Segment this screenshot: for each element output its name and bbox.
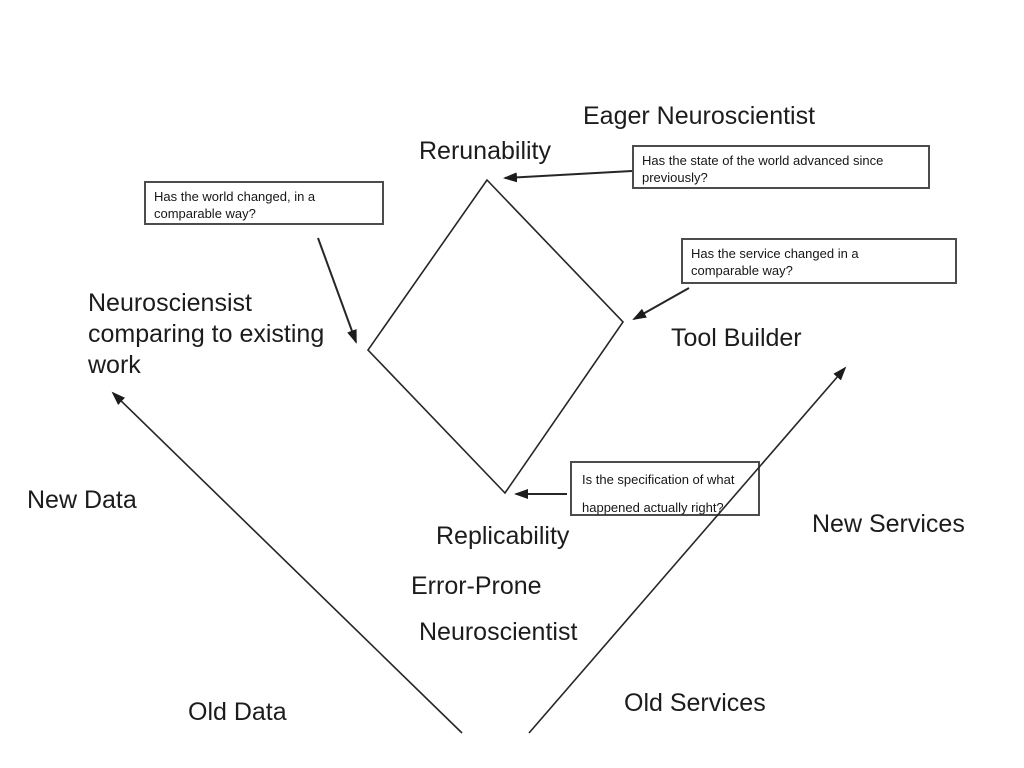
callout-service-changed-line1: Has the service changed in a: [691, 246, 859, 261]
label-rerunability: Rerunability: [419, 137, 552, 165]
callout-specification-right: Is the specification of what happened ac…: [570, 461, 760, 516]
callout-world-advanced-line1: Has the state of the world advanced sinc…: [642, 153, 884, 168]
callout-specification-line1: Is the specification of what: [582, 472, 735, 487]
new-data-axis-arrow: [111, 391, 463, 734]
label-neuroscientist-comparing: Neurosciensist comparing to existing wor…: [88, 289, 325, 379]
label-replicability: Replicability: [436, 522, 570, 550]
label-new-services: New Services: [812, 510, 965, 538]
world-advanced-callout-arrow: [503, 170, 633, 183]
service-changed-callout-arrow: [632, 287, 690, 320]
label-error-prone: Error-Prone: [411, 572, 542, 600]
callout-world-changed-line2: comparable way?: [154, 206, 256, 221]
label-eager-neuroscientist: Eager Neuroscientist: [583, 102, 816, 130]
callout-world-advanced: Has the state of the world advanced sinc…: [632, 145, 930, 189]
diamond-shape: [366, 178, 625, 495]
label-old-services: Old Services: [624, 689, 766, 717]
callout-specification-line2: happened actually right?: [582, 500, 724, 515]
callout-service-changed: Has the service changed in a comparable …: [681, 238, 957, 284]
label-old-data: Old Data: [188, 698, 287, 726]
label-new-data: New Data: [27, 486, 137, 514]
callout-world-changed: Has the world changed, in a comparable w…: [144, 181, 384, 225]
callout-world-changed-line1: Has the world changed, in a: [154, 189, 316, 204]
label-tool-builder: Tool Builder: [671, 324, 802, 352]
callout-world-advanced-line2: previously?: [642, 170, 708, 185]
label-neuroscientist: Neuroscientist: [419, 618, 578, 646]
callout-service-changed-line2: comparable way?: [691, 263, 793, 278]
new-services-axis-arrow: [528, 366, 847, 734]
